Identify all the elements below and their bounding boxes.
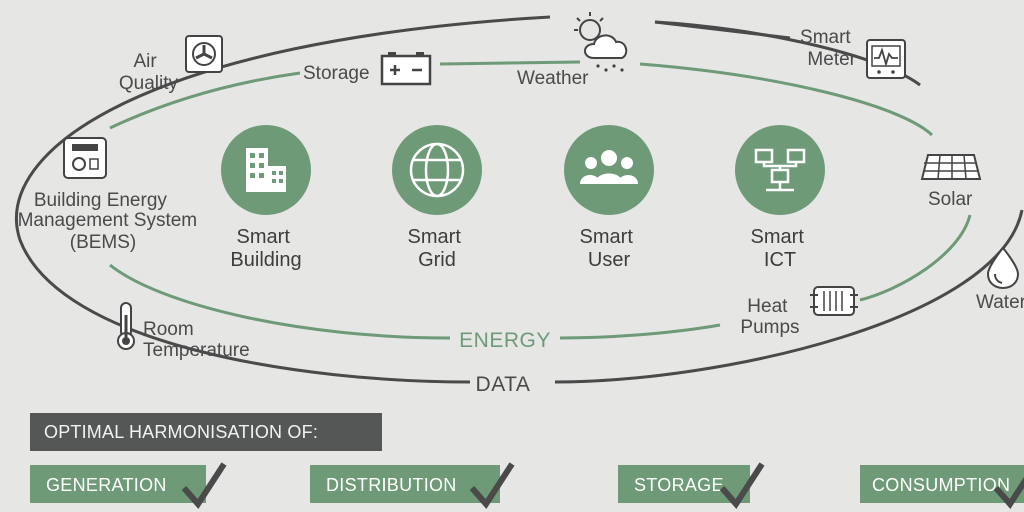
solar-panel-icon (920, 154, 982, 180)
harmonisation-banner: OPTIMAL HARMONISATION OF: (30, 413, 382, 451)
smart-ict: Smart ICT (735, 125, 825, 271)
water-drop-icon (986, 246, 1020, 290)
building-icon (246, 148, 286, 192)
data-label: DATA (476, 373, 531, 396)
smart-building: Smart Building (221, 125, 311, 271)
check-icon (993, 476, 1024, 509)
bems-device-icon (63, 137, 107, 179)
check-icon (719, 462, 765, 509)
svg-text:Smart Building: Smart Building (230, 226, 301, 271)
solar-label: Solar (928, 189, 973, 210)
meter-icon (866, 39, 906, 79)
network-icon (754, 148, 806, 192)
energy-ring (109, 60, 972, 340)
battery-icon (380, 52, 432, 86)
air-quality-label: Air Quality (119, 51, 179, 94)
consumption-tag: CONSUMPTION (860, 465, 1024, 503)
weather-icon (574, 12, 628, 72)
users-icon (580, 150, 638, 184)
smart-meter-label: Smart Meter (800, 27, 857, 70)
water-label: Water (976, 292, 1024, 313)
bems-label: Building Energy Management System (BEMS) (18, 190, 203, 253)
energy-label: ENERGY (459, 329, 551, 352)
check-icon (469, 462, 515, 509)
svg-text:Smart Grid: Smart Grid (408, 226, 467, 271)
heat-pump-icon (810, 286, 858, 316)
svg-text:Smart ICT: Smart ICT (751, 226, 810, 271)
room-temperature-label: Room Temperature (143, 319, 250, 361)
weather-label: Weather (517, 68, 589, 89)
fan-icon (185, 35, 223, 73)
svg-text:Smart User: Smart User (580, 226, 639, 271)
check-icon (181, 462, 227, 509)
thermometer-icon (117, 302, 135, 350)
generation-tag: GENERATION (30, 465, 206, 503)
smart-user: Smart User (564, 125, 654, 271)
globe-icon (409, 142, 465, 198)
storage-tag: STORAGE (618, 465, 750, 503)
smart-grid: Smart Grid (392, 125, 482, 271)
heat-pumps-label: Heat Pumps (740, 296, 799, 338)
distribution-tag: DISTRIBUTION (310, 465, 500, 503)
storage-label: Storage (303, 63, 370, 84)
